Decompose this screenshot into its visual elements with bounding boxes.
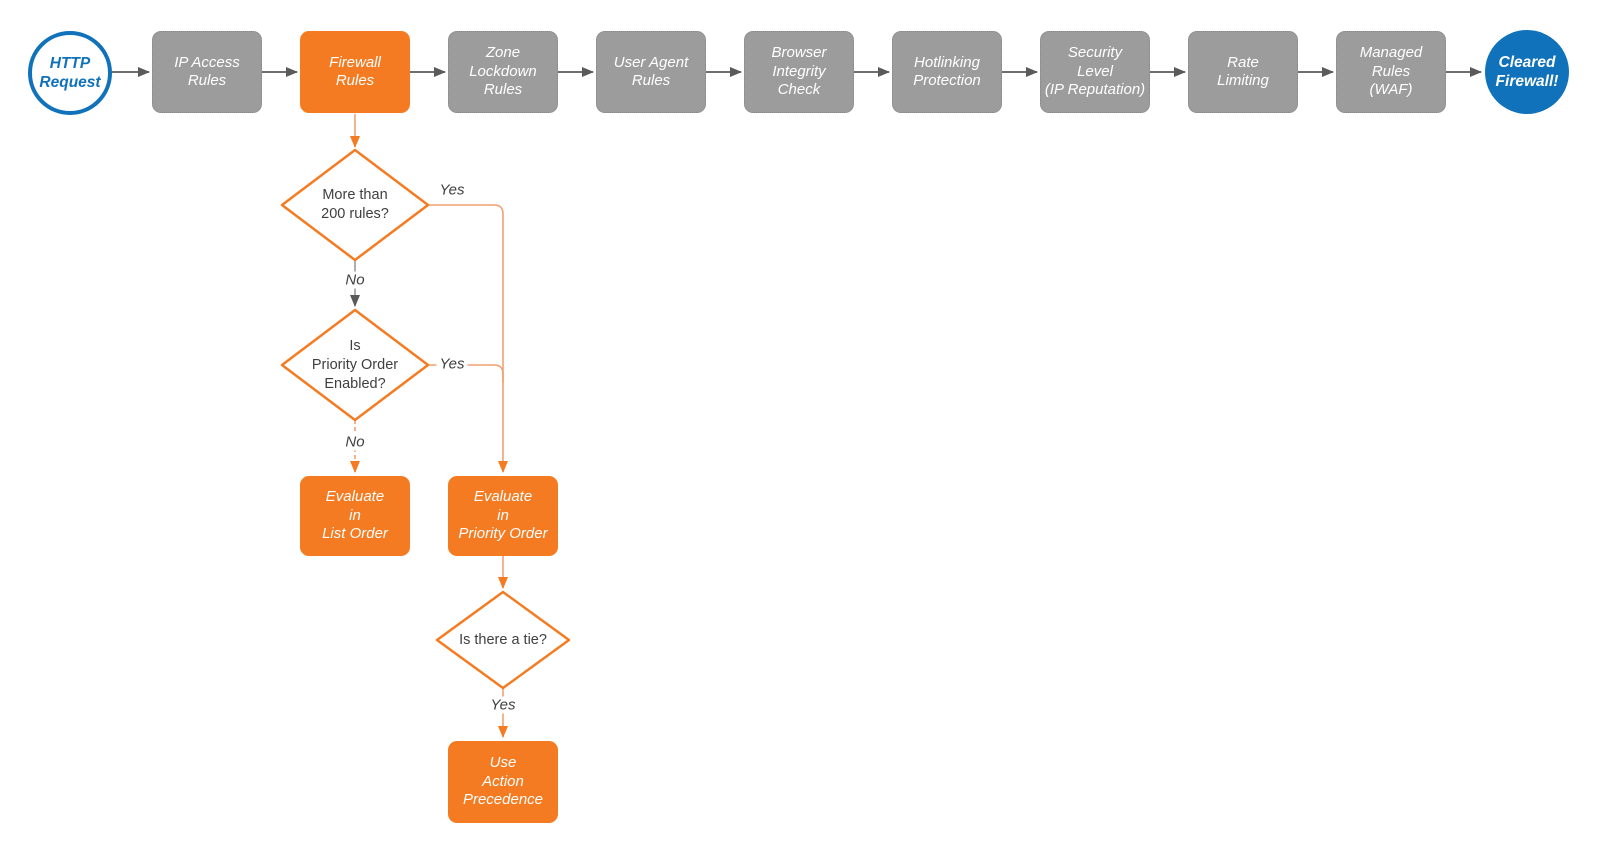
edge-label-decision3-yes: Yes — [487, 696, 519, 714]
pipeline-node-firewall-rules: Firewall Rules — [300, 31, 410, 113]
edge-label-decision2-no: No — [342, 433, 368, 451]
pipeline-node-security-level: Security Level (IP Reputation) — [1040, 31, 1150, 113]
start-node-http-request: HTTP Request — [28, 31, 112, 115]
action-node-use-action-precedence: Use Action Precedence — [448, 741, 558, 823]
action-node-evaluate-list-order: Evaluate in List Order — [300, 476, 410, 556]
arrow-decision1-yes-to-priority-order — [428, 204, 508, 473]
decision-label-more-than-200-rules: More than 200 rules? — [321, 187, 389, 222]
pipeline-node-browser-integrity-check: Browser Integrity Check — [744, 31, 854, 113]
decision-label-priority-order-enabled: Is Priority Order Enabled? — [311, 337, 399, 392]
pipeline-node-ip-access-rules: IP Access Rules — [152, 31, 262, 113]
pipeline-node-user-agent-rules: User Agent Rules — [596, 31, 706, 113]
pipeline-node-managed-rules-waf: Managed Rules (WAF) — [1336, 31, 1446, 113]
pipeline-node-hotlinking-protection: Hotlinking Protection — [892, 31, 1002, 113]
decision-diamonds — [280, 148, 571, 690]
decision-label-is-there-a-tie: Is there a tie? — [459, 631, 547, 648]
decision-diamond-is-there-a-tie — [435, 590, 571, 690]
edge-label-decision1-no: No — [342, 271, 368, 289]
edge-label-decision1-yes: Yes — [436, 181, 468, 199]
end-node-cleared-firewall: Cleared Firewall! — [1485, 30, 1569, 114]
decision-diamond-more-than-200-rules — [280, 148, 430, 262]
decision-diamond-priority-order-enabled — [280, 308, 430, 422]
arrow-decision2-yes-join — [428, 364, 504, 383]
action-node-evaluate-priority-order: Evaluate in Priority Order — [448, 476, 558, 556]
pipeline-node-zone-lockdown-rules: Zone Lockdown Rules — [448, 31, 558, 113]
edge-label-decision2-yes: Yes — [436, 355, 468, 373]
pipeline-node-rate-limiting: Rate Limiting — [1188, 31, 1298, 113]
